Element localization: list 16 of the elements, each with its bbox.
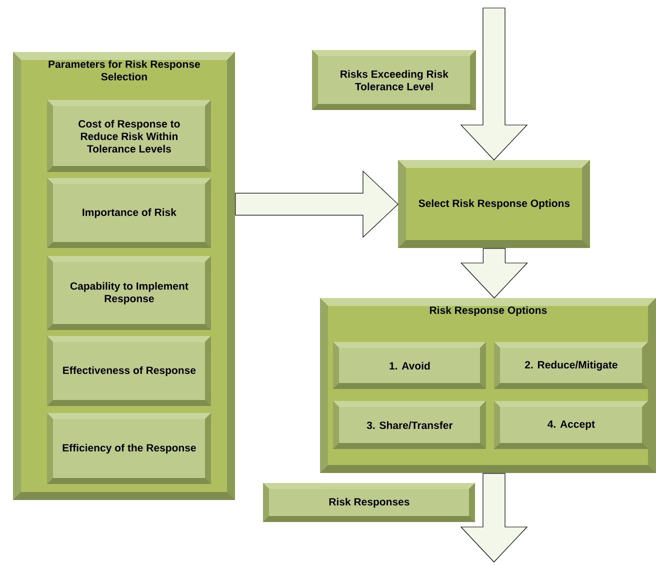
beveled-box: 4. Accept (494, 401, 648, 449)
beveled-box: 3. Share/Transfer (333, 401, 486, 449)
block-arrow (235, 170, 398, 238)
beveled-box: 1. Avoid (333, 342, 486, 389)
beveled-box: Risk Responses (263, 483, 475, 522)
beveled-box: Efficiency of the Response (47, 413, 211, 484)
beveled-box: Cost of Response to Reduce Risk Within Tolerance Levels (47, 100, 211, 172)
beveled-box: Effectiveness of Response (47, 336, 211, 406)
beveled-box: Risks Exceeding Risk Tolerance Level (312, 50, 476, 110)
beveled-box: Capability to Implement Response (47, 256, 211, 330)
block-arrow (460, 473, 528, 562)
beveled-box: 2. Reduce/Mitigate (494, 342, 648, 389)
block-arrow (460, 8, 528, 160)
beveled-box: Importance of Risk (47, 178, 211, 248)
process-box: Select Risk Response Options (398, 160, 590, 248)
block-arrow (460, 248, 528, 298)
